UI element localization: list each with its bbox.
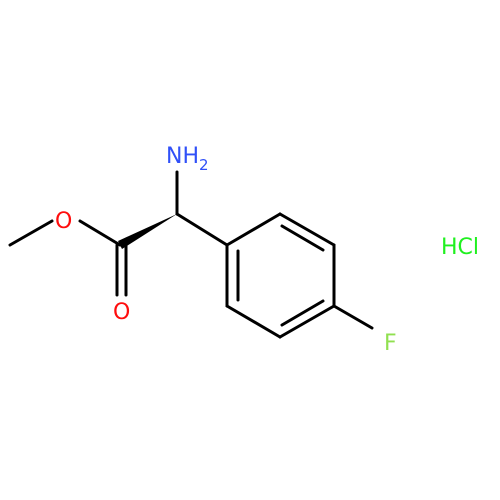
ring-bond-5 [225, 304, 282, 339]
ring-bond-2 [278, 212, 336, 247]
methyl-bond [8, 219, 54, 247]
stereo-wedge-bond [118, 214, 177, 249]
carbonyl-oxygen-label: O [113, 300, 130, 325]
ring-attach-bond [175, 212, 229, 247]
ring-bond-1 [225, 212, 282, 247]
bonds [8, 170, 374, 339]
fluorine-label: F [384, 331, 397, 356]
ester-o-bond [78, 219, 122, 247]
fluorine-bond [332, 304, 374, 330]
ring-bond-4 [278, 304, 336, 339]
hcl-label: HCl [441, 235, 479, 260]
ring-inner-2 [280, 299, 325, 327]
ether-oxygen-label: O [55, 209, 72, 234]
ring-inner-1 [280, 224, 325, 252]
amine-label: NH2 [166, 144, 209, 174]
